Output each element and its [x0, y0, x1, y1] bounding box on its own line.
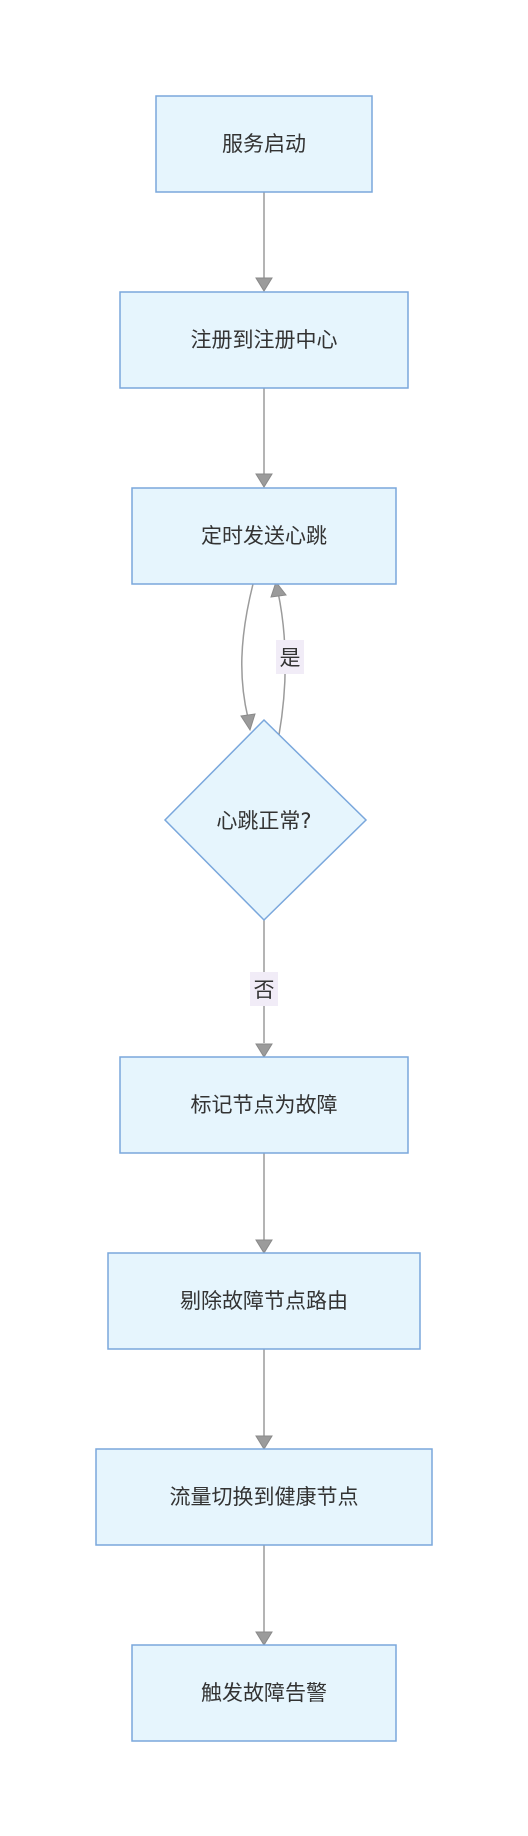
arrowhead-register: [255, 277, 273, 292]
edge-label-yes: 是: [276, 640, 304, 674]
arrowhead-remove: [255, 1239, 273, 1254]
svg-text:标记节点为故障: 标记节点为故障: [191, 1093, 338, 1117]
svg-text:剔除故障节点路由: 剔除故障节点路由: [180, 1289, 348, 1313]
svg-text:否: 否: [254, 978, 275, 1002]
node-heartbeat: 定时发送心跳: [131, 487, 397, 585]
node-alert: 触发故障告警: [131, 1644, 397, 1742]
node-switch: 流量切换到健康节点: [95, 1448, 433, 1546]
svg-text:心跳正常?: 心跳正常?: [216, 809, 311, 833]
svg-text:服务启动: 服务启动: [222, 132, 306, 156]
node-register: 注册到注册中心: [119, 291, 409, 389]
node-remove: 剔除故障节点路由: [107, 1252, 421, 1350]
svg-text:注册到注册中心: 注册到注册中心: [191, 328, 338, 352]
arrowhead-mark: [255, 1043, 273, 1058]
arrowhead-switch: [255, 1435, 273, 1450]
svg-text:触发故障告警: 触发故障告警: [201, 1681, 327, 1705]
arrowhead-heartbeat-yes: [270, 580, 287, 598]
node-mark: 标记节点为故障: [119, 1056, 409, 1154]
node-check: 心跳正常?: [163, 718, 368, 922]
node-start: 服务启动: [155, 95, 373, 193]
edge-heartbeat-check: [241, 583, 254, 719]
svg-text:定时发送心跳: 定时发送心跳: [201, 524, 327, 548]
arrowhead-alert: [255, 1631, 273, 1646]
svg-text:是: 是: [280, 646, 301, 670]
svg-text:流量切换到健康节点: 流量切换到健康节点: [170, 1485, 359, 1509]
arrowhead-check: [240, 713, 256, 732]
edge-label-no: 否: [250, 972, 278, 1006]
arrowhead-heartbeat: [255, 473, 273, 488]
